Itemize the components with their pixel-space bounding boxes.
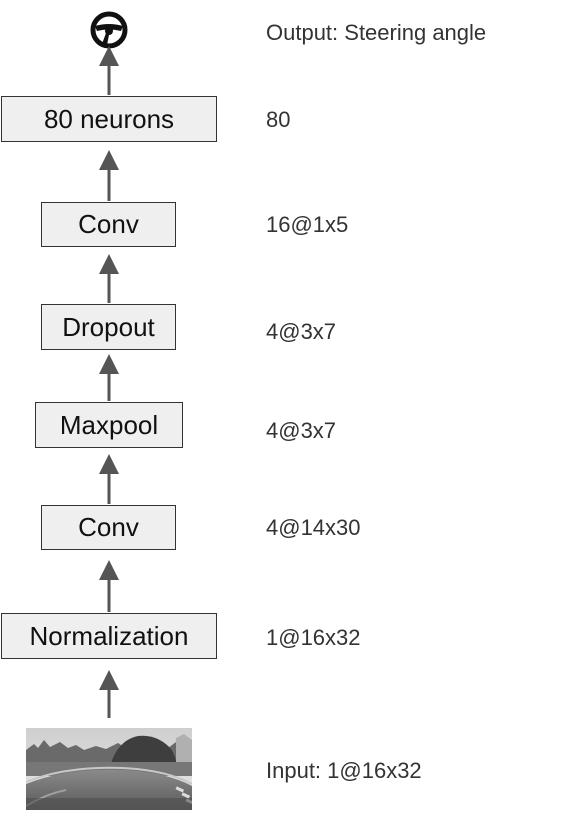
layer-name: Maxpool	[59, 409, 159, 440]
layer-shape-label: 4@3x7	[266, 319, 337, 344]
conv-layer-box: Conv	[41, 202, 176, 247]
layer-shape-label: 1@16x32	[266, 625, 361, 650]
dense-layer-box: 80 neurons	[1, 96, 217, 142]
layer-shape-label: 80	[266, 107, 291, 132]
layer-name: Conv	[78, 512, 139, 542]
layer-name: Conv	[78, 209, 139, 239]
output-label: Output: Steering angle	[266, 20, 487, 45]
layer-name: Dropout	[62, 311, 155, 342]
conv-layer-box: Conv	[41, 505, 176, 550]
input-label: Input: 1@16x32	[266, 758, 422, 783]
layer-shape-label: 4@3x7	[266, 418, 337, 443]
layer-shape-label: 16@1x5	[266, 212, 349, 237]
normalization-layer-box: Normalization	[1, 613, 217, 659]
layer-name: 80 neurons	[43, 103, 175, 134]
maxpool-layer-box: Maxpool	[35, 402, 183, 448]
dropout-layer-box: Dropout	[41, 304, 176, 350]
layer-shape-label: 4@14x30	[266, 515, 361, 540]
road-camera-image	[26, 728, 192, 810]
layer-name: Normalization	[29, 620, 189, 651]
